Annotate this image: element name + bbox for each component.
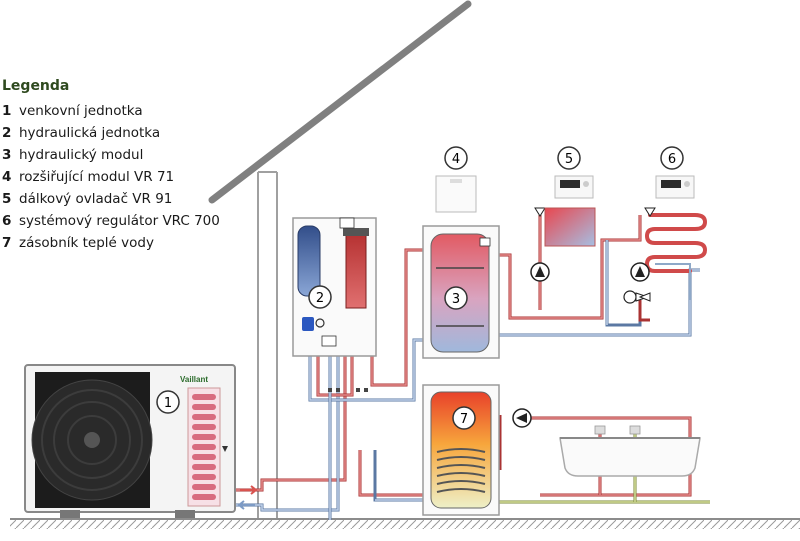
floor-heating-coil: [644, 213, 708, 273]
house-wall: [257, 171, 278, 518]
legend-item-number: 3: [2, 147, 12, 163]
unit-number-1: 1: [164, 396, 172, 411]
legend-item: 1 venkovní jednotka: [2, 100, 220, 122]
legend: Legenda 1 venkovní jednotka 2 hydraulická …: [2, 78, 220, 254]
thermo-valve: [534, 207, 656, 217]
heat-exchanger-fins: [192, 394, 216, 500]
pipe-heat-flow: [223, 330, 347, 512]
legend-title: Legenda: [2, 78, 70, 94]
unit-number-3: 3: [452, 292, 460, 307]
legend-item: 4 rozšiřující modul VR 71: [2, 166, 220, 188]
remote-control-vr91: 5: [554, 146, 594, 199]
legend-item-label: dálkový ovladač VR 91: [19, 191, 173, 207]
unit-number-4: 4: [452, 152, 460, 167]
legend-item-number: 6: [2, 213, 12, 229]
pump-floor: [630, 262, 650, 282]
legend-item-number: 2: [2, 125, 12, 141]
arrows: [237, 485, 258, 510]
legend-item: 7 zásobník teplé vody: [2, 232, 220, 254]
legend-item-number: 7: [2, 235, 12, 251]
roof-line: [208, 0, 472, 204]
dhw-tank: 7: [422, 384, 500, 516]
tank-coil: [436, 448, 486, 493]
hydraulic-unit: 2: [292, 217, 377, 357]
extension-module-vr71: 4: [435, 146, 477, 213]
legend-item-label: hydraulická jednotka: [19, 125, 161, 141]
legend-item-number: 1: [2, 103, 12, 119]
unit-number-5: 5: [565, 152, 573, 167]
radiator: [544, 207, 596, 247]
legend-item-label: hydraulický modul: [19, 147, 144, 163]
legend-item: 2 hydraulická jednotka: [2, 122, 220, 144]
unit-number-7: 7: [460, 412, 468, 427]
brand-logo: Vaillant: [180, 375, 208, 384]
unit-number-6: 6: [668, 152, 676, 167]
unit-number-2: 2: [316, 291, 324, 306]
legend-item: 5 dálkový ovladač VR 91: [2, 188, 220, 210]
pump-dhw: [512, 408, 532, 428]
legend-item-label: rozšiřující modul VR 71: [19, 169, 175, 185]
legend-item-number: 5: [2, 191, 12, 207]
hydraulic-module: 3: [422, 225, 500, 359]
pipe-sensors: [328, 388, 368, 392]
bathtub: [559, 425, 701, 477]
pipe-dhw-loop: [358, 450, 430, 502]
system-controller-vrc700: 6: [655, 146, 695, 199]
ground: [10, 518, 800, 529]
legend-item: 3 hydraulický modul: [2, 144, 220, 166]
mixing-valve: [623, 290, 651, 304]
legend-item-label: systémový regulátor VRC 700: [19, 213, 220, 229]
legend-item-number: 4: [2, 169, 12, 185]
legend-item-label: zásobník teplé vody: [19, 235, 154, 251]
pump-heating: [530, 262, 550, 282]
outdoor-unit: Vaillant 1: [24, 364, 236, 518]
legend-item-label: venkovní jednotka: [19, 103, 143, 119]
legend-item: 6 systémový regulátor VRC 700: [2, 210, 220, 232]
floor-heating-coil-cold: [655, 263, 691, 300]
